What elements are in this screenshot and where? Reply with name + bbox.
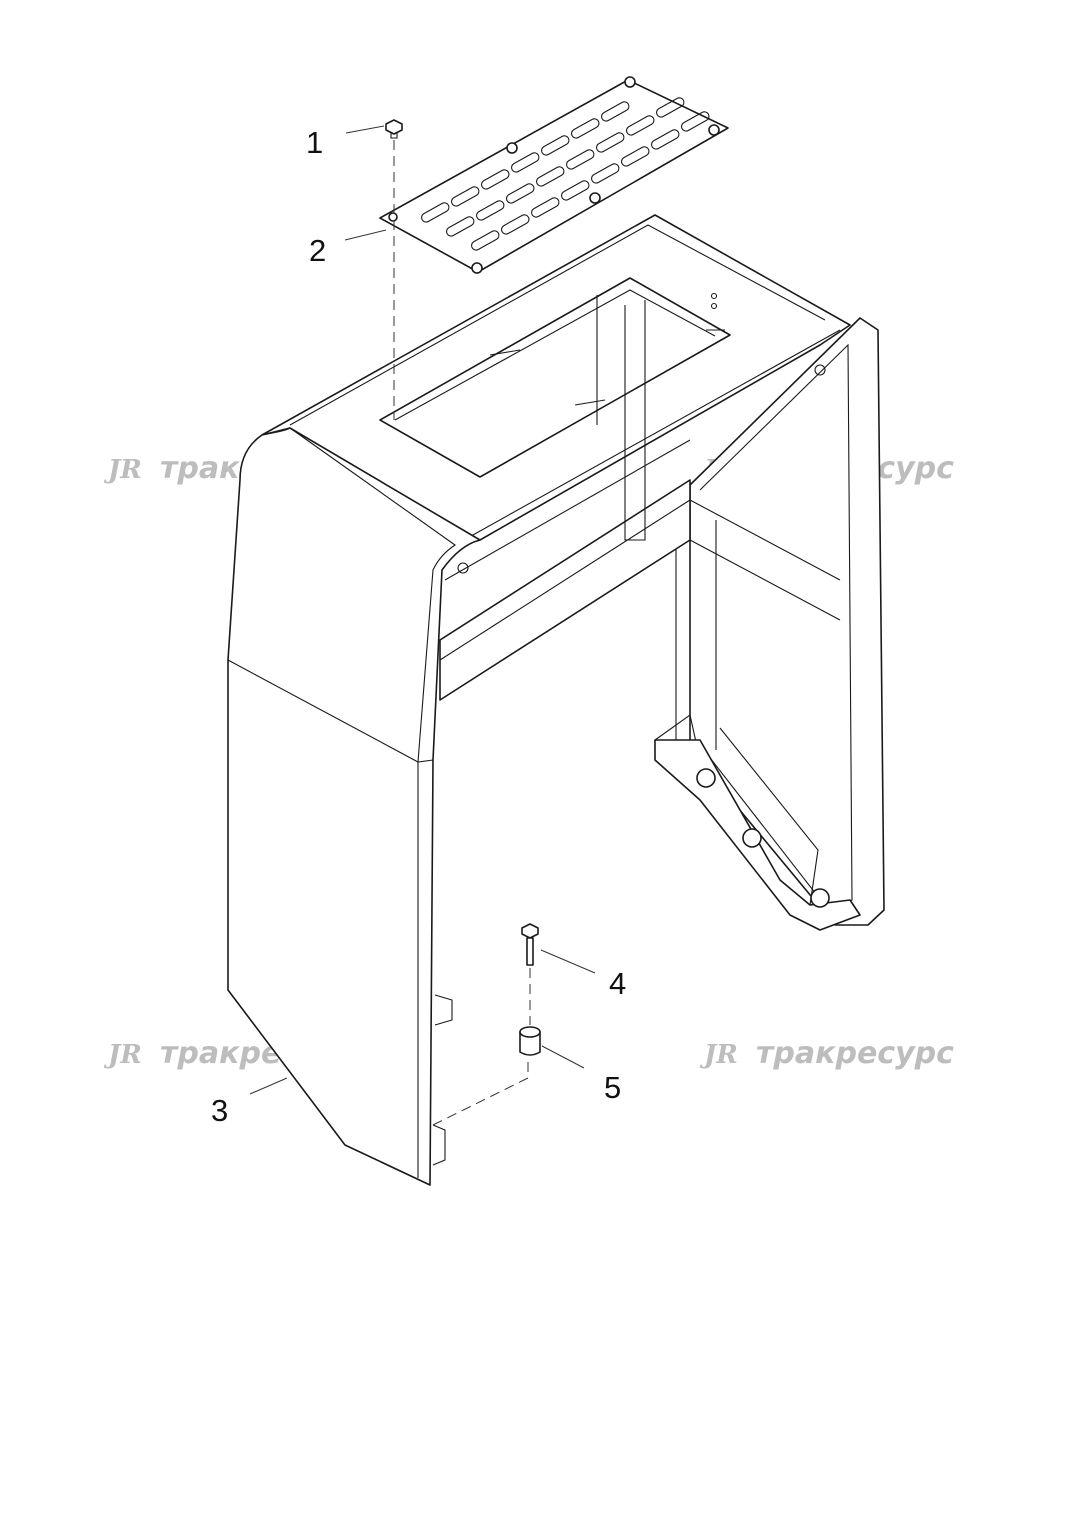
callout-1: 1 [306,125,323,160]
vent-cover-plate [379,79,729,273]
part-3-frame [227,214,885,1186]
callout-3: 3 [211,1093,228,1128]
frame-top-opening [379,277,731,478]
vent-slots [421,97,710,251]
part-5-spacer [432,1026,541,1126]
watermark-logo: JR [103,1040,142,1070]
watermark-logo: JR [103,455,142,485]
part-1-bolt [385,119,403,420]
leader-line-3 [249,1077,288,1095]
watermark-text: тракресурс [756,1036,954,1071]
leader-line-5 [541,1045,585,1069]
watermark-bottom-right: JR тракресурс [699,1036,954,1071]
part-2-vent-cover [379,76,729,274]
callout-4: 4 [609,966,626,1001]
leader-line-2 [344,229,387,241]
watermark-logo: JR [699,1040,738,1070]
spacer-axis-line [432,1077,529,1126]
part-4-bolt [521,923,539,1025]
frame-right-leg [689,317,885,926]
callout-2: 2 [309,233,326,268]
leader-line-1 [345,125,385,134]
callout-5: 5 [604,1070,621,1105]
leader-line-4 [540,949,596,974]
frame-left-front-panel [227,427,481,1186]
